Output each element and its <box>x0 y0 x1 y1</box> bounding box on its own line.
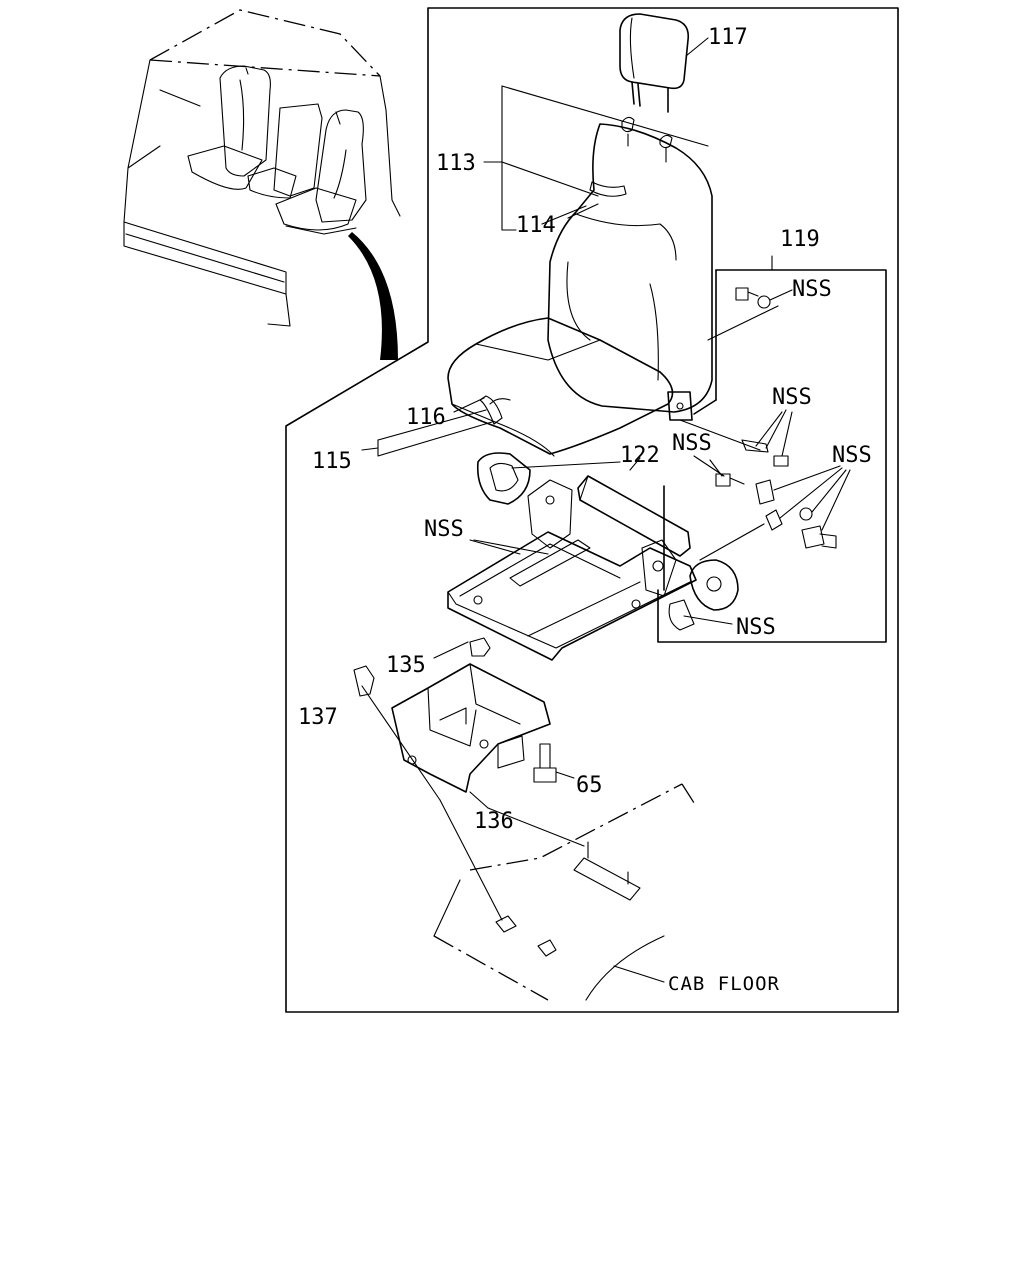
seat-cushion-part-115 <box>447 317 674 457</box>
callout-nss-d: NSS <box>832 443 872 468</box>
callout-116: 116 <box>406 405 446 430</box>
callout-nss-a: NSS <box>792 277 832 302</box>
bolt-part-65 <box>533 743 575 783</box>
callout-136: 136 <box>474 809 514 834</box>
seat-slide-rail-assembly <box>447 452 765 661</box>
callout-nss-c: NSS <box>672 431 712 456</box>
callout-nss-f: NSS <box>736 615 776 640</box>
callout-65: 65 <box>576 773 603 798</box>
leader-lines <box>361 161 641 471</box>
callout-115: 115 <box>312 449 352 474</box>
nss-leaders <box>473 455 725 555</box>
bolt-part-137 <box>353 665 441 801</box>
callout-117: 117 <box>708 25 748 50</box>
headrest-part-117 <box>619 13 709 113</box>
cab-floor-outline <box>433 783 697 1001</box>
callout-122: 122 <box>620 443 660 468</box>
cab-floor-label: CAB FLOOR <box>668 973 780 995</box>
callout-135: 135 <box>386 653 426 678</box>
part-group-box-119 <box>657 255 887 643</box>
diagram-frame <box>285 7 899 1013</box>
callout-137: 137 <box>298 705 338 730</box>
seatback-mounting-plate <box>667 391 761 451</box>
headrest-guides <box>501 85 709 231</box>
callout-119: 119 <box>780 227 820 252</box>
detail-pointer-arrow <box>348 232 398 360</box>
cab-overview-inset <box>123 9 401 360</box>
seat-riser-part-136 <box>391 663 551 809</box>
callout-nss-e: NSS <box>424 517 464 542</box>
callout-114: 114 <box>516 213 556 238</box>
callout-113: 113 <box>436 151 476 176</box>
seat-back-cushion <box>547 123 779 413</box>
callout-nss-b: NSS <box>772 385 812 410</box>
bolt-part-135 <box>433 637 491 659</box>
hardware-bolt-set <box>709 287 851 549</box>
